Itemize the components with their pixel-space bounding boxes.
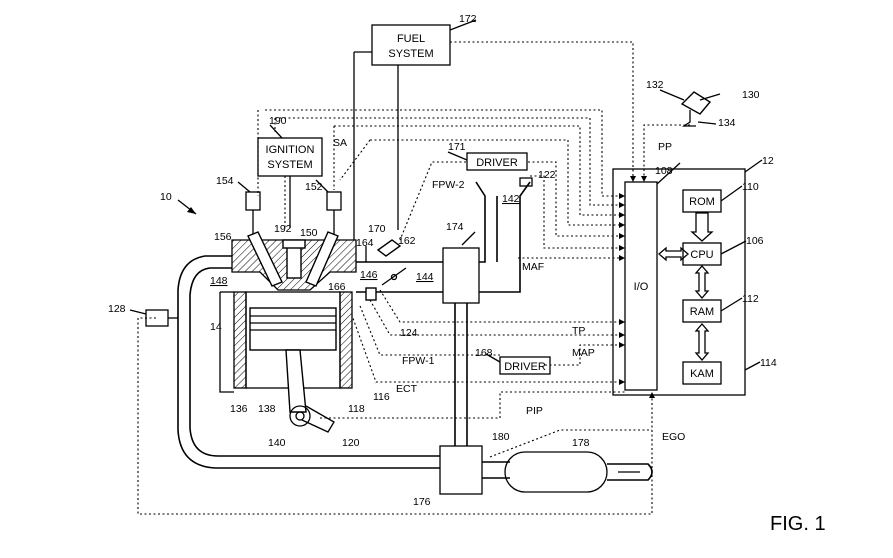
signal-fpw2: FPW-2 xyxy=(432,179,465,191)
ref-146: 146 xyxy=(360,269,378,281)
kam-label: KAM xyxy=(690,368,714,380)
ref-120: 120 xyxy=(342,437,360,449)
ref-138: 138 xyxy=(258,403,276,415)
io-label: I/O xyxy=(634,281,649,293)
reference-numbers: 172 190 171 168 108 110 106 112 114 12 1… xyxy=(108,13,777,508)
signal-pp: PP xyxy=(658,141,672,153)
ref-164: 164 xyxy=(356,237,374,249)
ref-156: 156 xyxy=(214,231,232,243)
ref-170: 170 xyxy=(368,223,386,235)
signal-ect: ECT xyxy=(396,383,418,395)
fuel-system-line1: FUEL xyxy=(397,33,425,45)
ref-150: 150 xyxy=(300,227,318,239)
ref-118: 118 xyxy=(348,403,365,415)
cpu-label: CPU xyxy=(690,249,713,261)
ref-134: 134 xyxy=(718,117,736,129)
signal-tp: TP xyxy=(572,325,585,337)
ref-114: 114 xyxy=(760,357,777,369)
ref-144: 144 xyxy=(416,271,434,283)
ref-110: 110 xyxy=(742,181,759,193)
ref-174: 174 xyxy=(446,221,464,233)
ref-132: 132 xyxy=(646,79,664,91)
ref-190: 190 xyxy=(269,115,287,127)
figure-label: FIG. 1 xyxy=(770,513,826,535)
signal-lines xyxy=(137,41,690,515)
signal-pip: PIP xyxy=(526,405,543,417)
ignition-system-box: IGNITION SYSTEM xyxy=(257,124,323,228)
ref-122: 122 xyxy=(538,169,556,181)
ignition-line2: SYSTEM xyxy=(267,159,312,171)
ref-176: 176 xyxy=(413,496,431,508)
signal-map: MAP xyxy=(572,347,595,359)
ref-168: 168 xyxy=(475,347,493,359)
fuel-system-line2: SYSTEM xyxy=(388,48,433,60)
driver-boxes: DRIVER DRIVER xyxy=(447,151,551,375)
ref-162: 162 xyxy=(398,235,416,247)
driver-lower-label: DRIVER xyxy=(504,361,546,373)
ref-12: 12 xyxy=(762,155,774,167)
ref-136: 136 xyxy=(230,403,248,415)
signal-fpw1: FPW-1 xyxy=(402,355,435,367)
signal-sa: SA xyxy=(333,137,347,149)
signal-maf: MAF xyxy=(522,261,544,273)
ref-148: 148 xyxy=(210,275,228,287)
accelerator-pedal xyxy=(659,89,721,127)
ref-152: 152 xyxy=(305,181,323,193)
ref-106: 106 xyxy=(746,235,764,247)
ref-130: 130 xyxy=(742,89,760,101)
controller: I/O ROM CPU RAM KAM xyxy=(612,159,763,396)
ref-171: 171 xyxy=(448,141,466,153)
signal-labels: SA PP FPW-2 FPW-1 MAF TP MAP ECT PIP EGO xyxy=(333,137,685,443)
exhaust-system xyxy=(439,303,653,495)
ref-142: 142 xyxy=(502,193,520,205)
coolant-loop xyxy=(177,255,440,469)
ref-178: 178 xyxy=(572,437,590,449)
ref-10: 10 xyxy=(160,191,172,203)
signal-ego: EGO xyxy=(662,431,685,443)
ignition-line1: IGNITION xyxy=(266,144,315,156)
ref-192: 192 xyxy=(274,223,292,235)
temp-sensor-128 xyxy=(129,309,178,327)
rom-label: ROM xyxy=(689,196,715,208)
ref-166: 166 xyxy=(328,281,346,293)
ref-108: 108 xyxy=(655,165,673,177)
ram-label: RAM xyxy=(690,306,714,318)
driver-upper-label: DRIVER xyxy=(476,157,518,169)
ref-124: 124 xyxy=(400,327,418,339)
ref-180: 180 xyxy=(492,431,510,443)
fuel-system-box: FUEL SYSTEM xyxy=(353,19,477,240)
ref-128: 128 xyxy=(108,303,126,315)
ref-140: 140 xyxy=(268,437,286,449)
ref-112: 112 xyxy=(742,293,759,305)
engine-block xyxy=(231,231,357,433)
ref-154: 154 xyxy=(216,175,234,187)
ref-172: 172 xyxy=(459,13,477,25)
ref-14: 14 xyxy=(210,321,222,333)
ref-116: 116 xyxy=(373,391,390,403)
intake-system xyxy=(356,177,533,304)
io-arrowheads xyxy=(619,176,655,398)
